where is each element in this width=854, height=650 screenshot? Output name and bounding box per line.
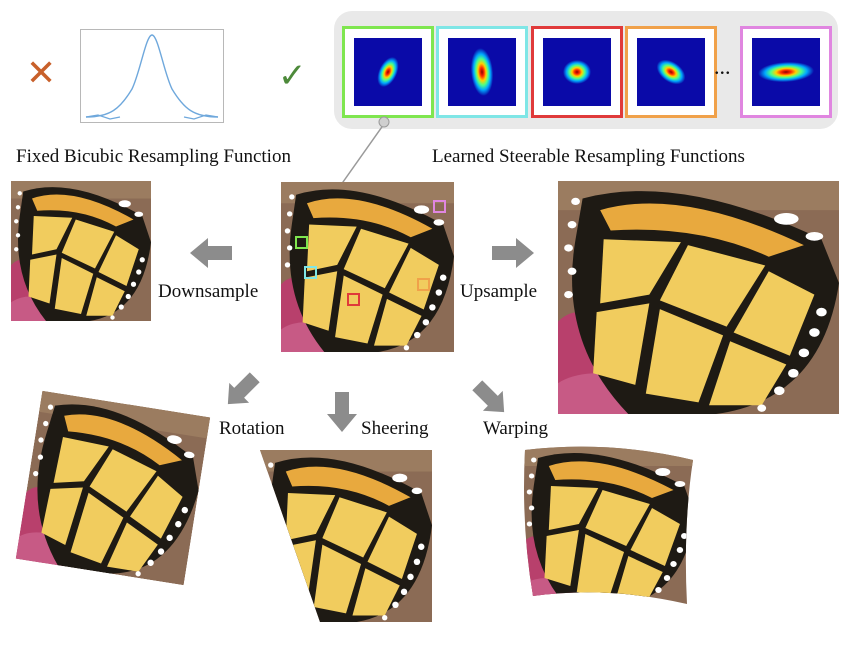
rotated-image [16,391,211,586]
kernel-red [531,26,623,118]
kernel-cyan [436,26,528,118]
left-arrow-icon [190,238,232,268]
warped-image [523,446,695,606]
down-left-arrow-icon [227,372,260,405]
down-arrow-icon [327,392,357,432]
kernel-orange [625,26,717,118]
patch-green [295,236,308,249]
fixed-bicubic-title: Fixed Bicubic Resampling Function [16,146,291,167]
kernel-green [342,26,434,118]
patch-cyan [304,266,317,279]
upsampled-image [558,181,839,414]
cross-icon: ✕ [26,53,57,94]
sheared-image [260,450,432,622]
learned-steerable-title: Learned Steerable Resampling Functions [432,146,745,167]
sheering-label: Sheering [361,418,429,439]
patch-orange [417,278,430,291]
patch-red [347,293,360,306]
kernel-ellipsis: ... [714,54,731,79]
warping-label: Warping [483,418,548,439]
right-arrow-icon [492,238,534,268]
rotation-label: Rotation [219,418,285,439]
upsample-label: Upsample [460,281,538,302]
bicubic-kernel-plot [80,29,224,123]
downsample-label: Downsample [158,281,259,302]
center-butterfly-image [281,182,454,352]
check-icon: ✓ [278,56,307,96]
downsampled-image [11,181,151,321]
patch-pink [433,200,446,213]
down-right-arrow-icon [472,380,505,413]
kernel-pink [740,26,832,118]
